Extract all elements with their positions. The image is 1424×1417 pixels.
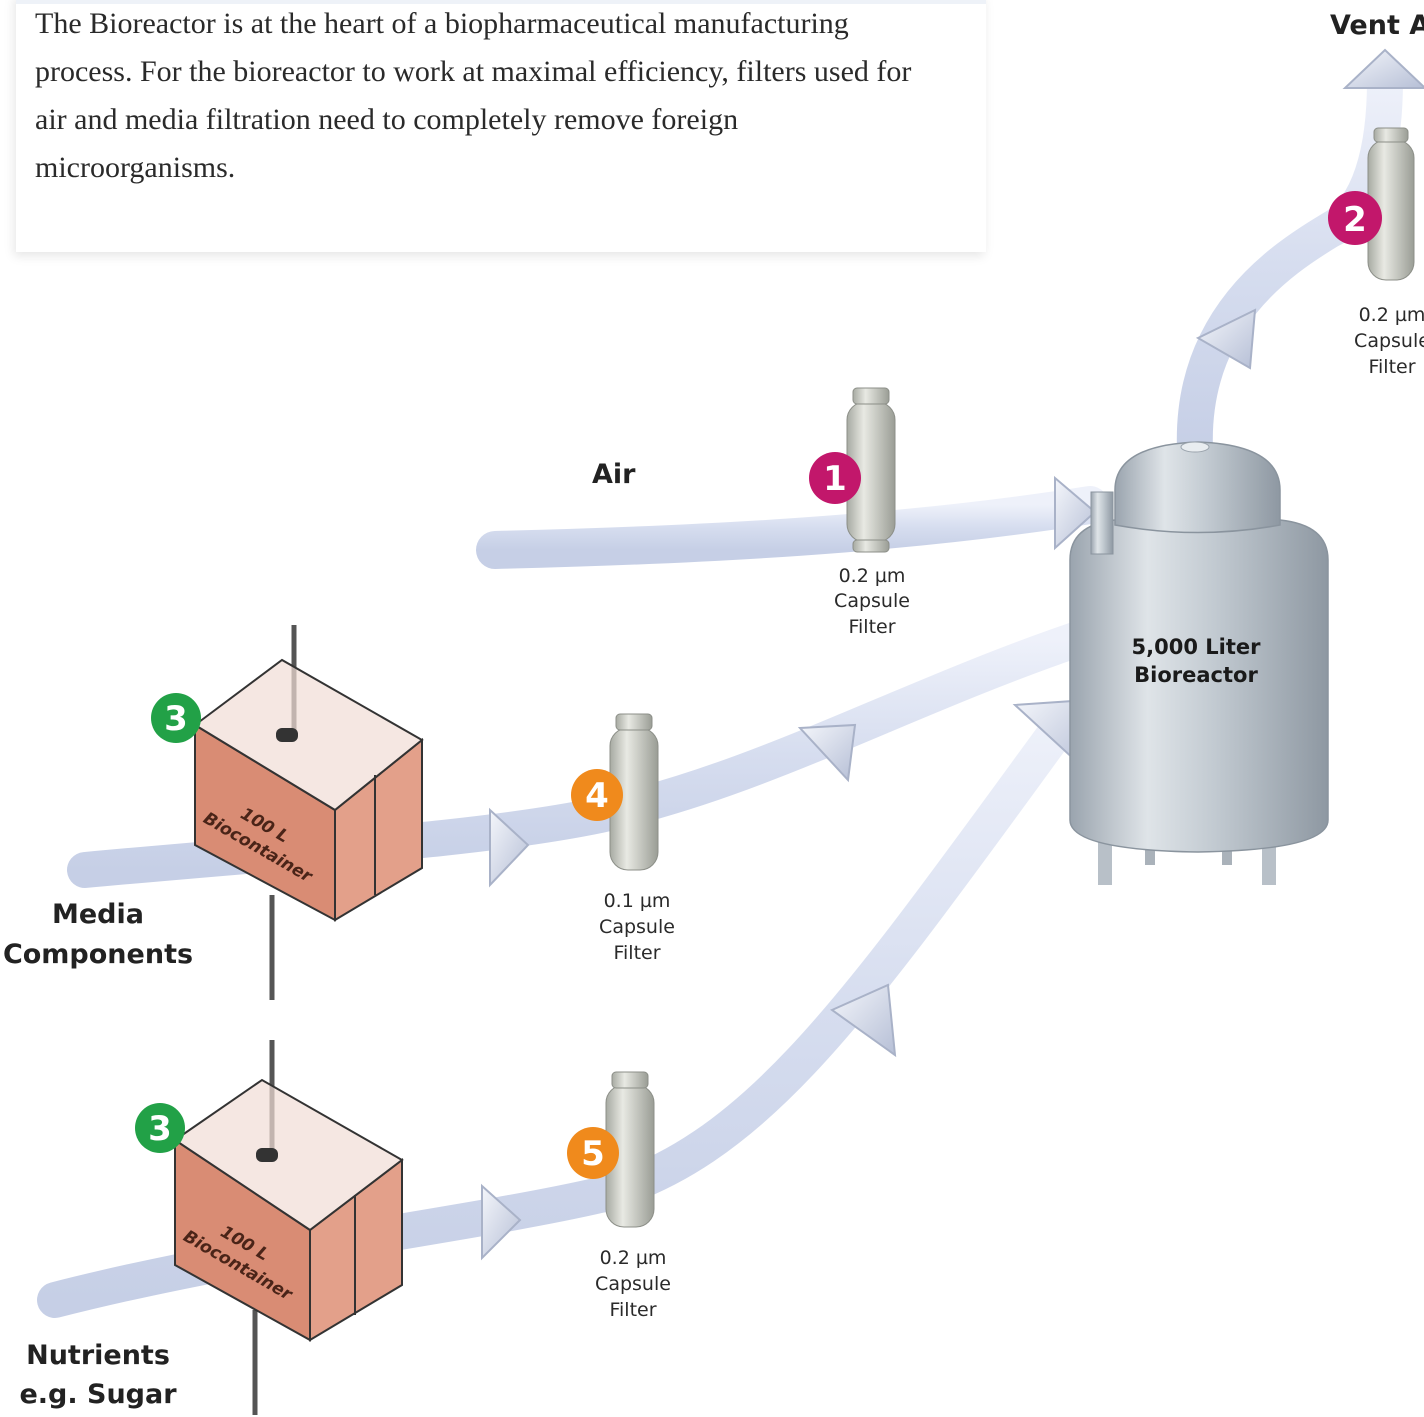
badge-2 bbox=[1328, 191, 1382, 245]
arrow-vent-1 bbox=[1195, 308, 1257, 370]
arrow-media-2 bbox=[797, 723, 857, 783]
filter-2-word: Filter bbox=[1368, 356, 1415, 378]
bioreactor-leg bbox=[1098, 835, 1112, 885]
filter-1-type: Capsule bbox=[834, 590, 910, 612]
filter-5-type: Capsule bbox=[595, 1273, 671, 1295]
filter-1-word: Filter bbox=[848, 616, 895, 638]
filter-2-type: Capsule bbox=[1354, 330, 1424, 352]
bioreactor-label-line2: Bioreactor bbox=[1134, 663, 1258, 687]
capsule-filter-1: 1 0.2 µm Capsule Filter bbox=[809, 387, 910, 638]
capsule-filter-5: 5 0.2 µm Capsule Filter bbox=[567, 1071, 671, 1321]
badge-4 bbox=[571, 769, 623, 821]
bioreactor-dome bbox=[1114, 441, 1281, 534]
badge-3-bottom-number: 3 bbox=[148, 1109, 172, 1149]
filter-4-size: 0.1 µm bbox=[604, 890, 671, 912]
filter-5-word: Filter bbox=[609, 1299, 656, 1321]
badge-1 bbox=[809, 452, 861, 504]
nutrients-label-line2: e.g. Sugar bbox=[19, 1379, 177, 1410]
capsule-filter-2: 2 0.2 µm Capsule Filter bbox=[1328, 127, 1424, 378]
badge-3-bottom bbox=[135, 1103, 185, 1153]
badge-3-top-number: 3 bbox=[164, 699, 188, 739]
badge-5 bbox=[567, 1127, 619, 1179]
badge-1-number: 1 bbox=[823, 459, 847, 499]
arrow-vent-top bbox=[1342, 48, 1424, 89]
media-label-line1: Media bbox=[52, 899, 144, 930]
filter-4-type: Capsule bbox=[599, 916, 675, 938]
filter-4-word: Filter bbox=[613, 942, 660, 964]
intro-paragraph: The Bioreactor is at the heart of a biop… bbox=[35, 7, 912, 184]
badge-2-number: 2 bbox=[1343, 200, 1367, 240]
media-label-line2: Components bbox=[3, 939, 193, 970]
badge-4-number: 4 bbox=[585, 776, 609, 816]
badge-5-number: 5 bbox=[581, 1134, 605, 1174]
filter-5-size: 0.2 µm bbox=[600, 1247, 667, 1269]
air-pipe bbox=[476, 486, 1109, 569]
arrow-media-1 bbox=[489, 807, 530, 888]
intro-card bbox=[16, 0, 986, 252]
capsule-filter-4: 4 0.1 µm Capsule Filter bbox=[571, 713, 675, 964]
bioreactor: 5,000 Liter Bioreactor bbox=[1069, 441, 1329, 885]
biocontainer-bottom: 3 100 L Biocontainer bbox=[135, 1040, 404, 1415]
bioreactor-label-line1: 5,000 Liter bbox=[1132, 635, 1262, 659]
vent-air-label: Vent Ai bbox=[1330, 10, 1424, 41]
badge-3-top bbox=[151, 693, 201, 743]
arrow-nutrients-2 bbox=[829, 983, 897, 1058]
filter-1-size: 0.2 µm bbox=[839, 565, 906, 587]
arrow-nutrients-1 bbox=[481, 1183, 522, 1261]
vent-pipe bbox=[1176, 62, 1403, 468]
air-label: Air bbox=[592, 459, 636, 490]
filter-2-size: 0.2 µm bbox=[1359, 304, 1424, 326]
bioreactor-top-port bbox=[1180, 441, 1210, 453]
bioreactor-nozzle bbox=[1090, 491, 1114, 555]
nutrients-label-line1: Nutrients bbox=[26, 1340, 170, 1371]
arrow-air-in bbox=[1054, 475, 1097, 551]
biocontainer-top: 3 100 L Biocontainer bbox=[151, 625, 424, 1000]
